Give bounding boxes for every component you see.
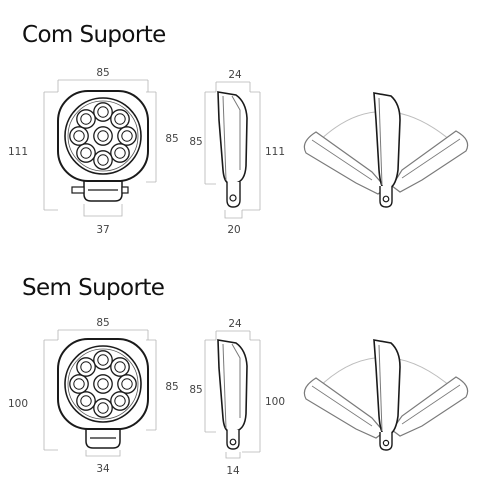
dim-side-height-total-2: 100: [242, 339, 285, 453]
dim-front-height-lamp-2: 85: [146, 339, 179, 431]
dim-side-bracket-depth-label: 20: [227, 224, 240, 236]
dim-side-depth-2-label: 24: [228, 318, 242, 330]
dim-front-height-lamp-label: 85: [165, 133, 178, 145]
front-view-bracket-2: [85, 429, 121, 449]
dim-side-bracket-depth: 20: [224, 210, 243, 236]
rotation-view: [303, 92, 469, 208]
section-title-com-suporte: Com Suporte: [22, 22, 166, 48]
dim-front-bracket-width-2-label: 34: [96, 463, 110, 475]
dim-front-height-lamp: 85: [146, 91, 179, 183]
dim-front-height-total-2-label: 100: [8, 398, 28, 410]
dim-front-width-2-label: 85: [96, 317, 109, 329]
rotation-view-2: [303, 339, 469, 451]
dim-side-bracket-depth-2: 14: [225, 452, 241, 477]
section-title-sem-suporte: Sem Suporte: [22, 275, 165, 301]
dim-side-height-total-label: 111: [265, 146, 285, 158]
dim-side-depth: 24: [215, 69, 251, 92]
dim-side-depth-label: 24: [228, 69, 242, 81]
side-view-lamp-2: [217, 339, 248, 450]
dim-front-bracket-width-2: 34: [85, 450, 121, 475]
side-view-lamp: [217, 91, 248, 208]
front-view-lamp-2: [57, 338, 149, 430]
dim-side-height-total: 111: [242, 91, 285, 211]
dim-front-bracket-width-label: 37: [96, 224, 109, 236]
dim-front-height-total-label: 111: [8, 146, 28, 158]
dim-front-height-lamp-2-label: 85: [165, 381, 178, 393]
front-view-bracket: [71, 181, 129, 202]
dim-side-height-lamp-label: 85: [189, 136, 202, 148]
dim-front-width-label: 85: [96, 67, 109, 79]
dim-front-width-2: 85: [57, 317, 149, 340]
dim-front-height-total-2: 100: [8, 339, 58, 451]
dim-front-bracket-width: 37: [83, 204, 123, 236]
dim-side-height-lamp-2-label: 85: [189, 384, 202, 396]
dim-front-height-total: 111: [8, 91, 58, 211]
dim-side-height-lamp: 85: [189, 91, 216, 185]
dim-side-height-total-2-label: 100: [265, 396, 285, 408]
dim-front-width: 85: [57, 67, 149, 92]
dim-side-depth-2: 24: [215, 318, 251, 340]
section-sem-suporte: 85 100 85 34 24 85: [8, 317, 469, 477]
dim-side-height-lamp-2: 85: [189, 339, 216, 433]
section-com-suporte: 85 111 85 37 24 85: [8, 67, 469, 236]
dim-side-bracket-depth-2-label: 14: [226, 465, 240, 477]
front-view-lamp: [57, 90, 149, 182]
